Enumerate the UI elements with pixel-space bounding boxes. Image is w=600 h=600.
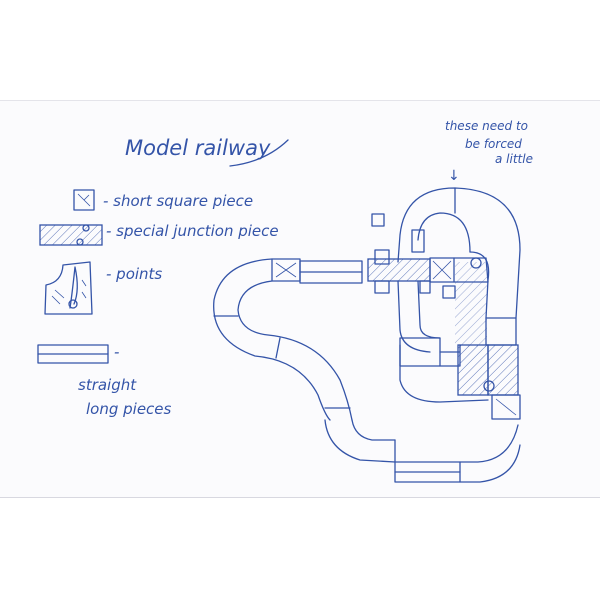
annotation-arrow: ↓ [448,168,460,184]
title: Model railway [125,136,271,160]
legend-long-piece-dash: - [114,343,119,361]
legend-long-piece-icon [37,344,109,364]
legend-junction-label: - special junction piece [106,222,279,240]
annotation-line-3: a little [495,152,533,166]
legend-long-piece-label-2: long pieces [86,400,172,418]
legend-points-icon [44,261,93,315]
title-underline-flourish [229,139,289,167]
track-layout [213,187,521,483]
legend-points-label: - points [106,265,162,283]
annotation-line-2: be forced [465,137,522,151]
paper-sheet [0,100,600,498]
annotation-line-1: these need to [445,119,528,133]
legend-junction-icon [39,224,103,246]
legend-short-square-label: - short square piece [103,192,253,210]
legend-long-piece-label-1: straight [78,376,137,394]
legend-short-square-icon [73,189,95,211]
